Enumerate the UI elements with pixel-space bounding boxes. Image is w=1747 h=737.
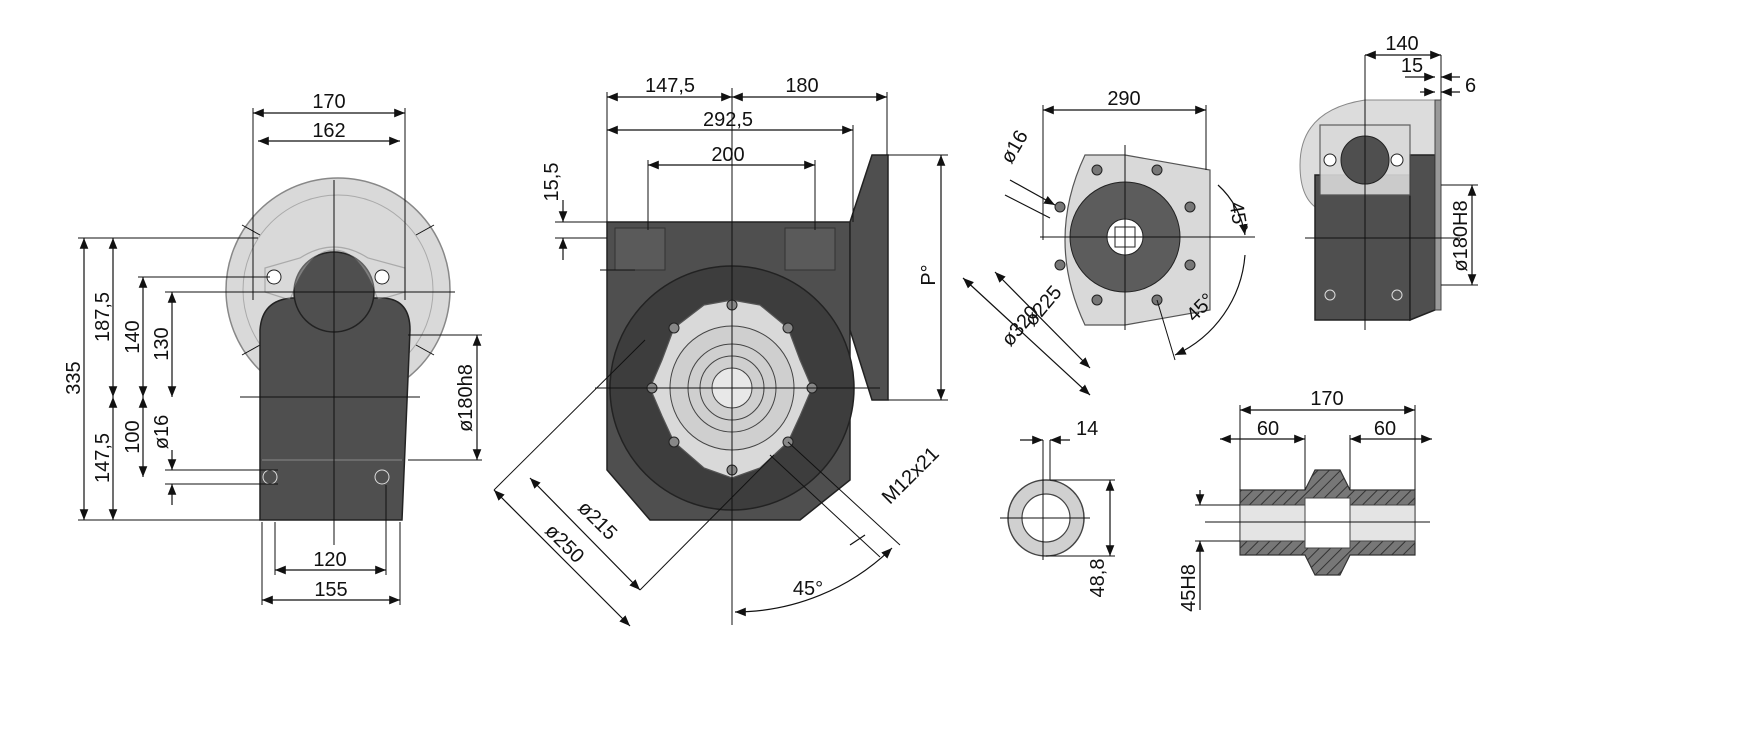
dim-angle-45-upper: 45° [1224, 200, 1251, 234]
dim-height-140: 140 [122, 320, 144, 353]
dim-height-335: 335 [63, 361, 85, 394]
dim-diameter-16: ø16 [151, 415, 173, 449]
dim-p: P° [918, 264, 940, 285]
dim-width-290: 290 [1107, 88, 1140, 110]
dim-diameter-16-flange: ø16 [997, 127, 1033, 168]
dim-key-width-14: 14 [1076, 418, 1098, 440]
dim-diameter-180h8: ø180h8 [455, 364, 477, 432]
dim-width-292-5: 292,5 [703, 109, 753, 131]
dim-width-180: 180 [785, 75, 818, 97]
dim-height-130: 130 [151, 327, 173, 360]
dim-width-147-5: 147,5 [645, 75, 695, 97]
key-view: 14 48,8 [1000, 418, 1115, 597]
center-view: 147,5 180 292,5 200 15,5 P° M12x21 ø215 … [493, 75, 948, 627]
dim-width-170: 170 [312, 91, 345, 113]
flange-view: 290 ø16 45° ø225 ø320 45° [962, 88, 1255, 396]
dim-shaft-length-170: 170 [1310, 388, 1343, 410]
dim-height-187-5: 187,5 [92, 292, 114, 342]
dim-height-100: 100 [122, 420, 144, 453]
dim-shaft-60-right: 60 [1374, 418, 1396, 440]
dim-diameter-215: ø215 [573, 497, 621, 545]
dim-width-140-side: 140 [1385, 33, 1418, 55]
dim-key-height-48-8: 48,8 [1087, 559, 1109, 598]
dim-angle-45: 45° [793, 578, 823, 600]
dim-width-15: 15 [1401, 55, 1423, 77]
dim-thread-m12x21: M12x21 [878, 443, 944, 509]
dim-width-155: 155 [314, 579, 347, 601]
dim-height-147-5: 147,5 [92, 433, 114, 483]
dim-width-162: 162 [312, 120, 345, 142]
dim-shaft-60-left: 60 [1257, 418, 1279, 440]
dim-diameter-180H8: ø180H8 [1450, 200, 1472, 271]
dim-width-200: 200 [711, 144, 744, 166]
dim-shaft-diameter-45H8: 45H8 [1178, 564, 1200, 612]
dim-width-6: 6 [1465, 75, 1476, 97]
dim-height-15-5: 15,5 [541, 163, 563, 202]
left-view: 170 162 335 187,5 147,5 140 100 130 ø16 … [63, 91, 482, 605]
side-view: 140 15 6 ø180H8 [1299, 33, 1478, 330]
shaft-view: 170 60 60 45H8 [1178, 388, 1432, 612]
dim-width-120: 120 [313, 549, 346, 571]
